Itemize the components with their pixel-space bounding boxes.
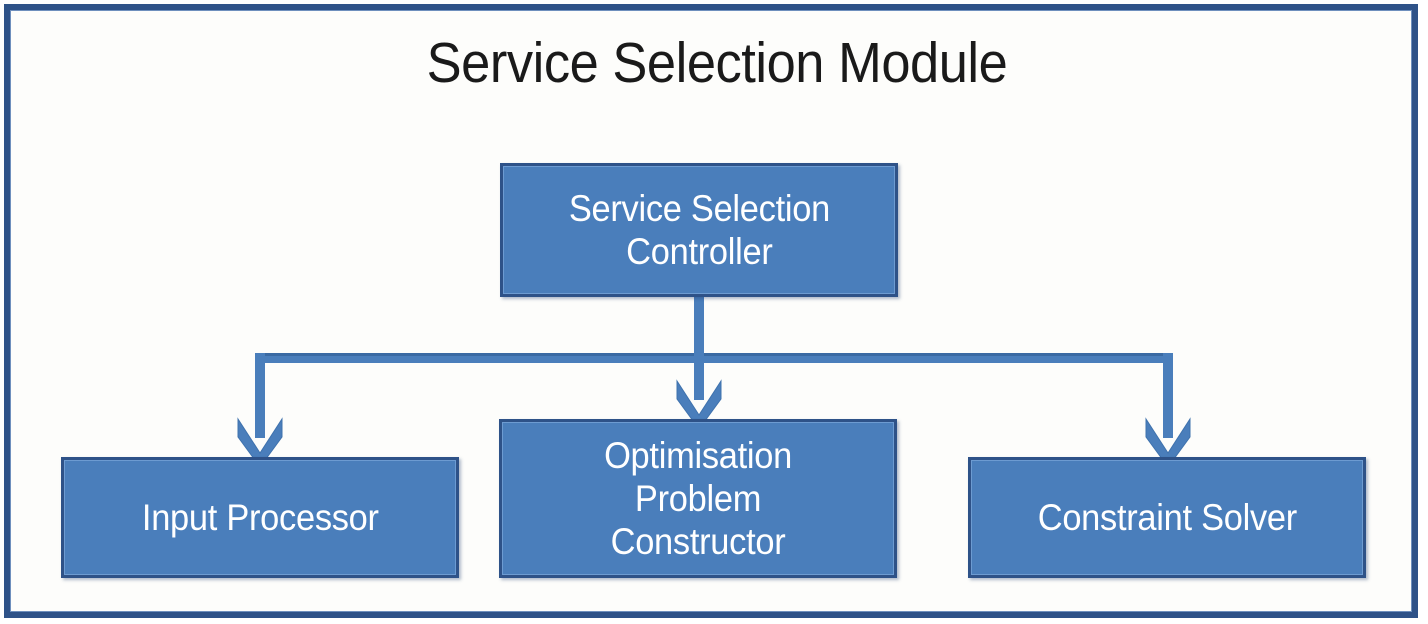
node-optimisation-problem-constructor[interactable]: Optimisation Problem Constructor [499,419,897,578]
connector-horizontal-bus [255,353,1173,363]
node-service-selection-controller[interactable]: Service Selection Controller [500,163,898,297]
node-input-processor-label: Input Processor [141,496,379,538]
node-constraint-solver[interactable]: Constraint Solver [968,457,1366,578]
connector-controller-stem [694,293,704,357]
page-title: Service Selection Module [426,31,1008,95]
node-input-processor[interactable]: Input Processor [61,457,459,578]
connector-to-optimisation-problem-constructor [676,353,722,430]
connector-to-input-processor [237,353,283,468]
node-optimisation-problem-constructor-label: Optimisation Problem Constructor [604,434,792,563]
node-constraint-solver-label: Constraint Solver [1037,496,1297,538]
service-selection-module-panel: Service Selection Module [4,4,1418,618]
connector-to-constraint-solver [1145,353,1191,468]
node-service-selection-controller-label: Service Selection Controller [568,187,830,272]
